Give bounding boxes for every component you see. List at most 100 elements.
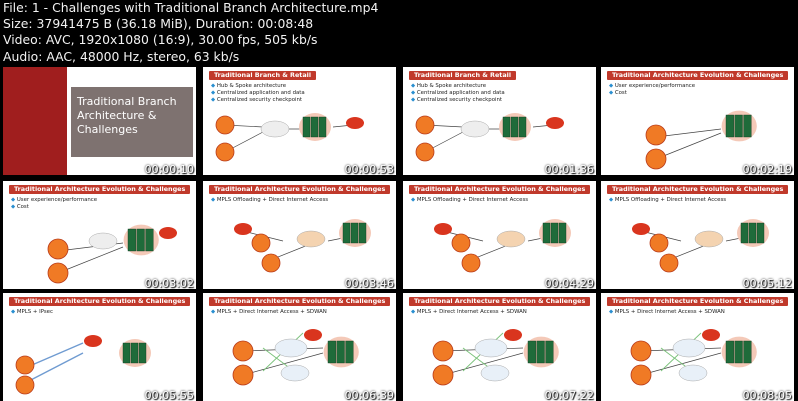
timestamp: 00:05:55 (144, 389, 194, 401)
file-info: File: 1 - Challenges with Traditional Br… (3, 0, 378, 65)
network-diagram (234, 219, 371, 273)
slide-bullets: MPLS Offloading + Direct Internet Access (609, 197, 726, 204)
link-line (655, 128, 722, 138)
data-center-icon (721, 336, 757, 368)
video-thumbnail[interactable]: Traditional Architecture Evolution & Cha… (601, 293, 794, 401)
network-diagram (432, 329, 559, 386)
site-node (659, 253, 679, 273)
video-thumbnail[interactable]: Traditional Architecture Evolution & Cha… (3, 293, 196, 401)
network-diagram (632, 219, 769, 273)
video-thumbnail[interactable]: Traditional Architecture Evolution & Cha… (403, 181, 596, 289)
slide-bullets: MPLS + Direct Internet Access + SDWAN (211, 309, 327, 316)
title-accent-panel (3, 67, 67, 175)
slide-bullets: MPLS + Direct Internet Access + SDWAN (609, 309, 725, 316)
site-node (432, 364, 454, 386)
timestamp: 00:00:53 (344, 163, 394, 175)
link-line (24, 342, 84, 369)
slide-banner: Traditional Architecture Evolution & Cha… (607, 71, 789, 80)
slide-banner: Traditional Branch & Retail (209, 71, 317, 80)
slide-banner: Traditional Architecture Evolution & Cha… (209, 297, 391, 306)
bullet-item: User experience/performance (609, 83, 695, 90)
timestamp: 00:06:39 (344, 389, 394, 401)
data-center-icon (721, 110, 757, 142)
mpls-cloud (296, 230, 326, 248)
bullet-item: User experience/performance (11, 197, 97, 204)
data-center-icon (737, 219, 769, 247)
wan-cloud (460, 120, 490, 138)
slide-banner: Traditional Architecture Evolution & Cha… (607, 297, 789, 306)
timestamp: 00:03:46 (344, 277, 394, 289)
video-thumbnail[interactable]: Traditional Branch Architecture & Challe… (3, 67, 196, 175)
timestamp: 00:05:12 (742, 277, 792, 289)
site-node (415, 142, 435, 162)
bullet-item: MPLS + Direct Internet Access + SDWAN (609, 309, 725, 316)
wan-cloud (474, 338, 508, 358)
site-node (461, 253, 481, 273)
size-line: Size: 37941475 B (36.18 MiB), Duration: … (3, 16, 314, 32)
cloud-router-icon (546, 117, 564, 129)
site-node (630, 364, 652, 386)
video-thumbnail[interactable]: Traditional Branch & RetailHub & Spoke a… (203, 67, 396, 175)
slide-bullets: Hub & Spoke architectureCentralized appl… (211, 83, 305, 104)
network-diagram (232, 329, 359, 386)
slide-bullets: MPLS Offloading + Direct Internet Access (411, 197, 528, 204)
network-diagram (15, 335, 151, 395)
video-thumbnail[interactable]: Traditional Architecture Evolution & Cha… (203, 181, 396, 289)
site-node (251, 233, 271, 253)
site-node (47, 238, 69, 260)
video-thumbnail[interactable]: Traditional Architecture Evolution & Cha… (403, 293, 596, 401)
cloud-router-icon (234, 223, 252, 235)
video-thumbnail[interactable]: Traditional Architecture Evolution & Cha… (3, 181, 196, 289)
bullet-item: MPLS + IPsec (11, 309, 53, 316)
data-center-icon (539, 219, 571, 247)
wan-cloud (274, 338, 308, 358)
data-center-icon (323, 336, 359, 368)
data-center-icon (339, 219, 371, 247)
site-node (215, 115, 235, 135)
bullet-item: Hub & Spoke architecture (211, 83, 305, 90)
timestamp: 00:08:05 (742, 389, 792, 401)
slide-banner: Traditional Architecture Evolution & Cha… (409, 185, 591, 194)
audio-line: Audio: AAC, 48000 Hz, stereo, 63 kb/s (3, 48, 240, 64)
bullet-item: Centralized application and data (211, 90, 305, 97)
video-thumbnail[interactable]: Traditional Architecture Evolution & Cha… (203, 293, 396, 401)
link-line (242, 352, 324, 376)
video-thumbnail[interactable]: Traditional Branch & RetailHub & Spoke a… (403, 67, 596, 175)
slide-banner: Traditional Architecture Evolution & Cha… (209, 185, 391, 194)
timestamp: 00:01:36 (544, 163, 594, 175)
site-node (645, 124, 667, 146)
slide-banner: Traditional Architecture Evolution & Cha… (607, 185, 789, 194)
bullet-item: Centralized application and data (411, 90, 505, 97)
link-line (442, 352, 524, 376)
video-thumbnail[interactable]: Traditional Architecture Evolution & Cha… (601, 181, 794, 289)
bullet-item: Cost (11, 204, 97, 211)
mpls-cloud (496, 230, 526, 248)
site-node (232, 364, 254, 386)
video-thumbnail[interactable]: Traditional Architecture Evolution & Cha… (601, 67, 794, 175)
site-node (215, 142, 235, 162)
network-diagram (434, 219, 571, 273)
site-node (451, 233, 471, 253)
mpls-cloud (694, 230, 724, 248)
bullet-item: MPLS + Direct Internet Access + SDWAN (211, 309, 327, 316)
internet-cloud (480, 364, 510, 382)
link-line (24, 352, 84, 384)
cloud-router-icon (702, 329, 720, 341)
data-center-icon (523, 336, 559, 368)
timestamp: 00:00:10 (144, 163, 194, 175)
slide-bullets: User experience/performanceCost (11, 197, 97, 211)
wan-cloud (88, 232, 118, 250)
slide-title: Traditional Branch Architecture & Challe… (71, 87, 193, 157)
cloud-router-icon (304, 329, 322, 341)
cloud-router-icon (84, 335, 102, 347)
slide-bullets: MPLS + IPsec (11, 309, 53, 316)
bullet-item: Cost (609, 90, 695, 97)
network-diagram (630, 329, 757, 386)
site-node (47, 262, 69, 284)
data-center-icon (499, 113, 531, 141)
link-line (655, 132, 722, 160)
slide-bullets: Hub & Spoke architectureCentralized appl… (411, 83, 505, 104)
slide-bullets: User experience/performanceCost (609, 83, 695, 97)
site-node (630, 340, 652, 362)
slide-bullets: MPLS + Direct Internet Access + SDWAN (411, 309, 527, 316)
